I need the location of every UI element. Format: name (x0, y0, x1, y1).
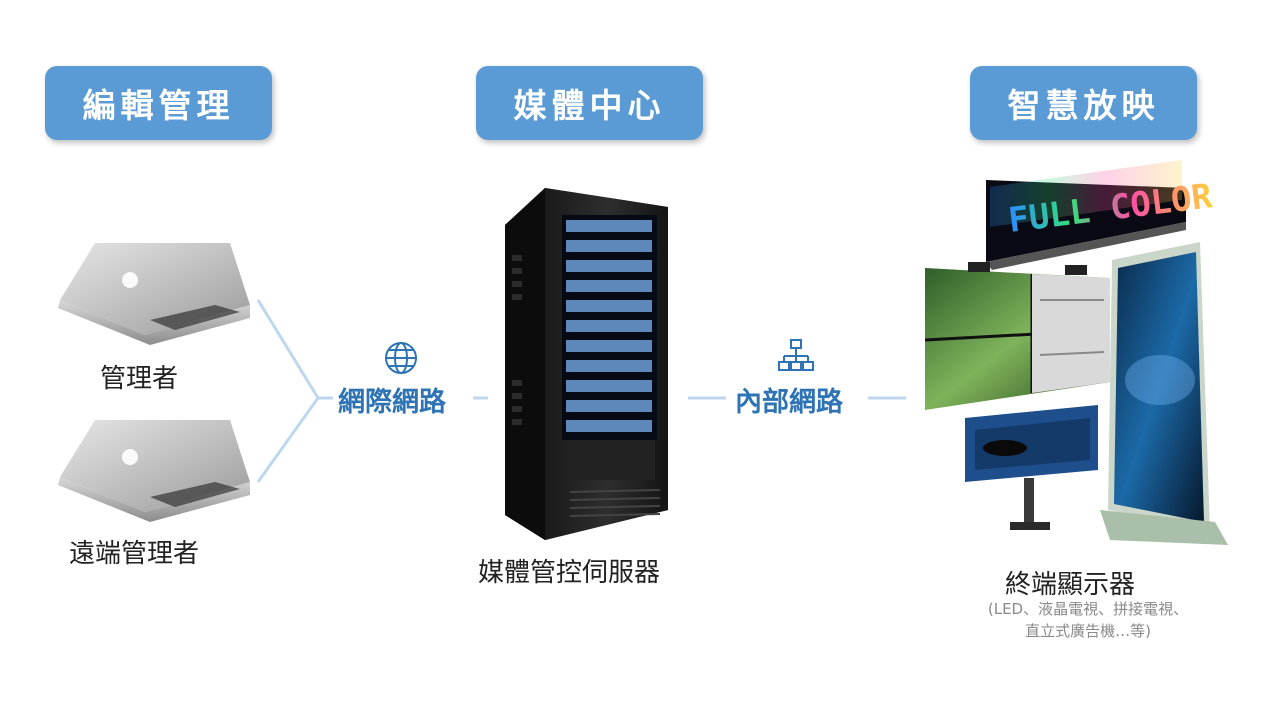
intranet-label: 內部網路 (735, 387, 843, 418)
header-edit-management: 編輯管理 (45, 66, 272, 140)
terminal-label: 終端顯示器 (1005, 570, 1136, 600)
remote-admin-label: 遠端管理者 (69, 539, 200, 569)
standing-kiosk-display (1100, 242, 1228, 545)
laptop-icon (58, 420, 250, 522)
admin-label: 管理者 (100, 364, 179, 394)
billboard-display (965, 405, 1098, 530)
laptop-icon (58, 243, 250, 345)
server-label: 媒體管控伺服器 (478, 558, 661, 588)
header-media-center: 媒體中心 (476, 66, 703, 140)
network-tree-icon (778, 339, 814, 371)
connector-lines (256, 299, 906, 483)
led-sign-display (986, 159, 1186, 270)
server-rack-icon (505, 188, 668, 540)
header-smart-display: 智慧放映 (970, 66, 1197, 140)
video-wall-display (924, 262, 1111, 410)
globe-icon (385, 342, 417, 374)
terminal-note-line2: 直立式廣告機…等) (1025, 622, 1151, 640)
terminal-note-line1: (LED、液晶電視、拼接電視、 (987, 600, 1189, 618)
internet-label: 網際網路 (338, 387, 446, 418)
